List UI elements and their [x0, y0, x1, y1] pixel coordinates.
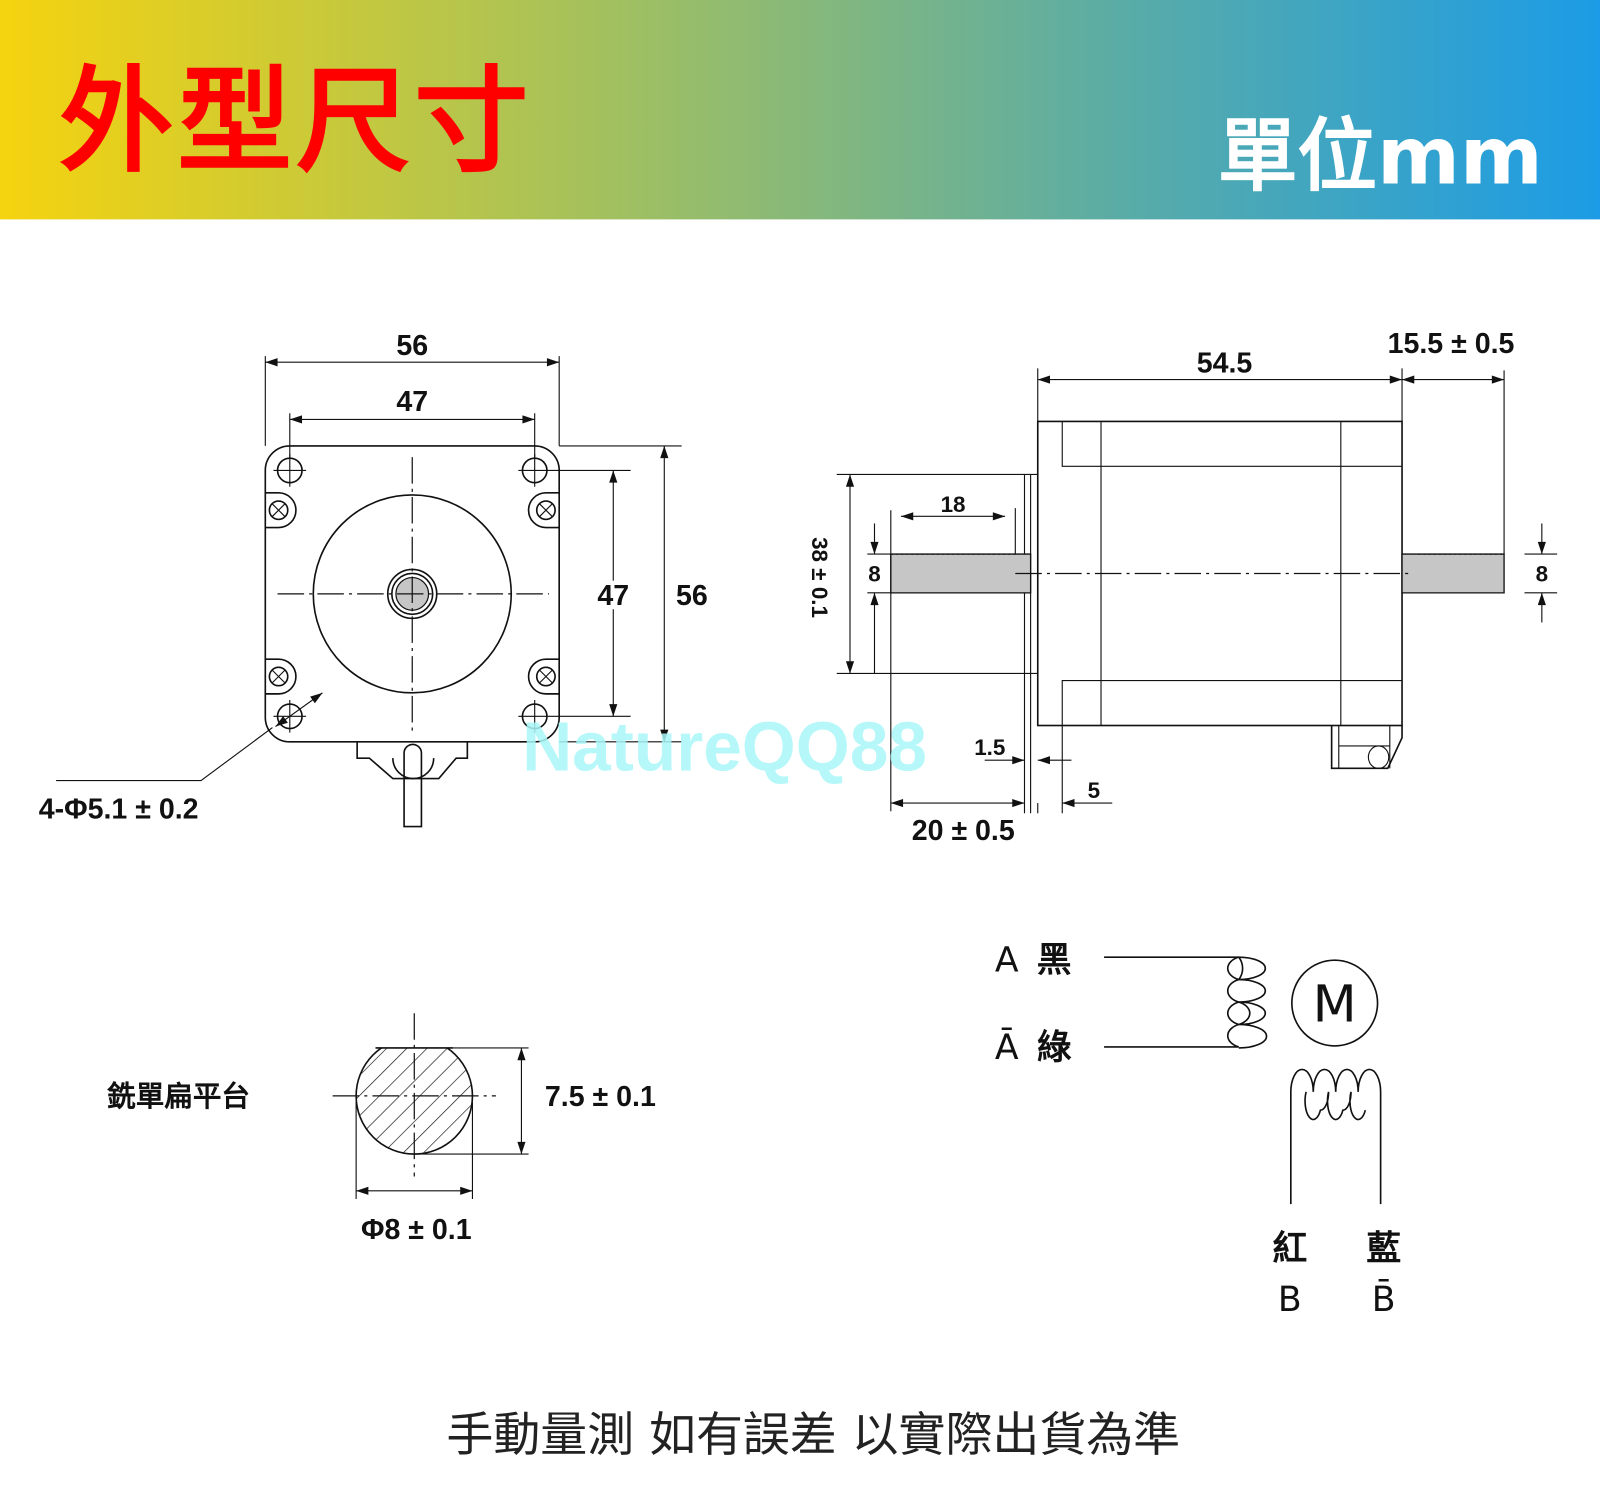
wire-b-bar-color: 藍: [1366, 1229, 1401, 1269]
wire-b-color: 紅: [1272, 1229, 1307, 1269]
front-view: 56 47 47 56 4-Φ5.1 ± 0.2: [39, 330, 708, 828]
wiring-diagram: A 黑 Ā 綠 M 紅 B 藍 B̄: [995, 940, 1401, 1320]
dim-holes: 4-Φ5.1 ± 0.2: [39, 793, 199, 825]
dim-height-inner: 47: [597, 580, 629, 612]
dim-width-outer: 56: [396, 330, 428, 362]
motor-symbol: M: [1313, 975, 1357, 1034]
dim-flat-height: 7.5 ± 0.1: [545, 1081, 656, 1113]
dim-body-length: 54.5: [1197, 347, 1253, 379]
dim-shaft-length: 20 ± 0.5: [912, 815, 1015, 847]
dim-boss-dia: 38 ± 0.1: [807, 537, 832, 618]
flat-section-label: 銑單扁平台: [106, 1080, 250, 1113]
watermark: NatureQQ88: [522, 707, 927, 785]
wire-b-bar-label: B̄: [1372, 1278, 1396, 1320]
dim-shaft-rear: 8: [1536, 562, 1548, 587]
unit-label: 單位mm: [1218, 110, 1543, 203]
dim-width-inner: 47: [396, 386, 428, 418]
footer-note: 手動量測 如有誤差 以實際出貨為準: [446, 1408, 1180, 1463]
dim-shaft-front: 8: [868, 562, 880, 587]
dim-height-outer: 56: [676, 580, 708, 612]
wire-b-label: B: [1278, 1280, 1302, 1320]
header-banner: 外型尺寸 單位mm: [0, 0, 1600, 220]
flat-section: 銑單扁平台 7.5 ± 0.1 Φ8 ± 0.1: [106, 1013, 656, 1246]
dim-boss-height: 1.5: [974, 735, 1005, 760]
wire-a-bar-color: 綠: [1037, 1028, 1072, 1068]
side-view: 54.5 15.5 ± 0.5 18 8 8 38 ± 0.1 1.5 5 20…: [807, 328, 1558, 847]
dim-rear-shaft: 15.5 ± 0.5: [1388, 328, 1515, 360]
dim-flat-length: 18: [941, 492, 966, 517]
dim-flange: 5: [1088, 778, 1100, 803]
wire-a-label: A: [995, 940, 1019, 980]
page-title: 外型尺寸: [59, 55, 532, 188]
wire-a-bar-label: Ā: [995, 1027, 1019, 1068]
screw-icons: [265, 492, 560, 695]
dim-diameter: Φ8 ± 0.1: [361, 1214, 472, 1246]
wire-a-color: 黑: [1037, 940, 1072, 980]
